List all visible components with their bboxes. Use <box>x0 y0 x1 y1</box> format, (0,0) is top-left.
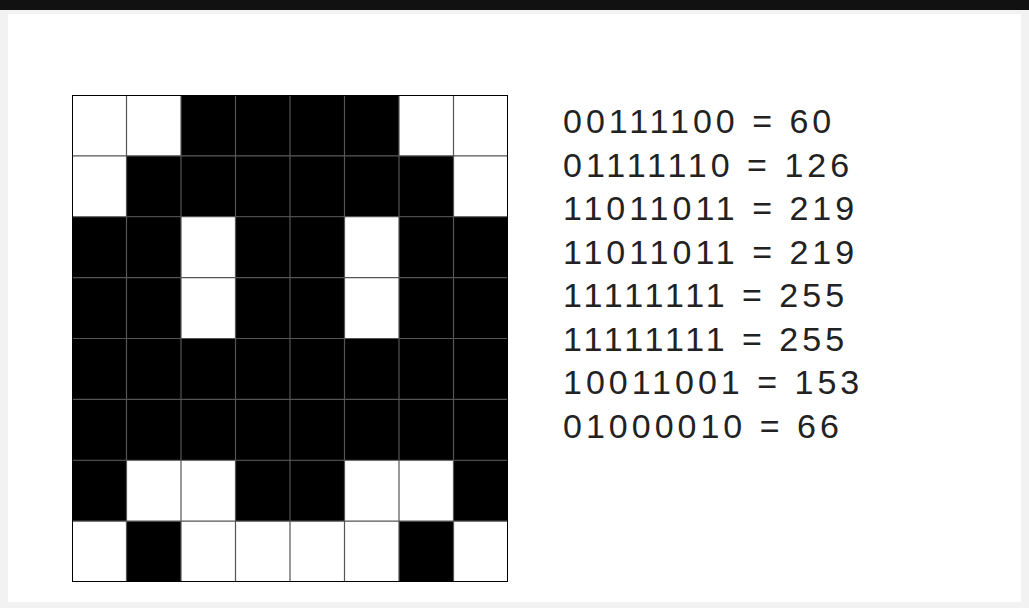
binary-row-value: 01111110 = 126 <box>563 145 853 185</box>
binary-row-value: 00111100 = 60 <box>563 101 835 141</box>
binary-row-value: 10011001 = 153 <box>563 362 863 402</box>
binary-row-value: 11011011 = 219 <box>563 188 858 228</box>
binary-row-value: 01000010 = 66 <box>563 406 843 446</box>
pixel-grid <box>72 95 508 582</box>
binary-row-value: 11111111 = 255 <box>563 319 848 359</box>
binary-row-value: 11111111 = 255 <box>563 275 848 315</box>
binary-row-value: 11011011 = 219 <box>563 232 858 272</box>
